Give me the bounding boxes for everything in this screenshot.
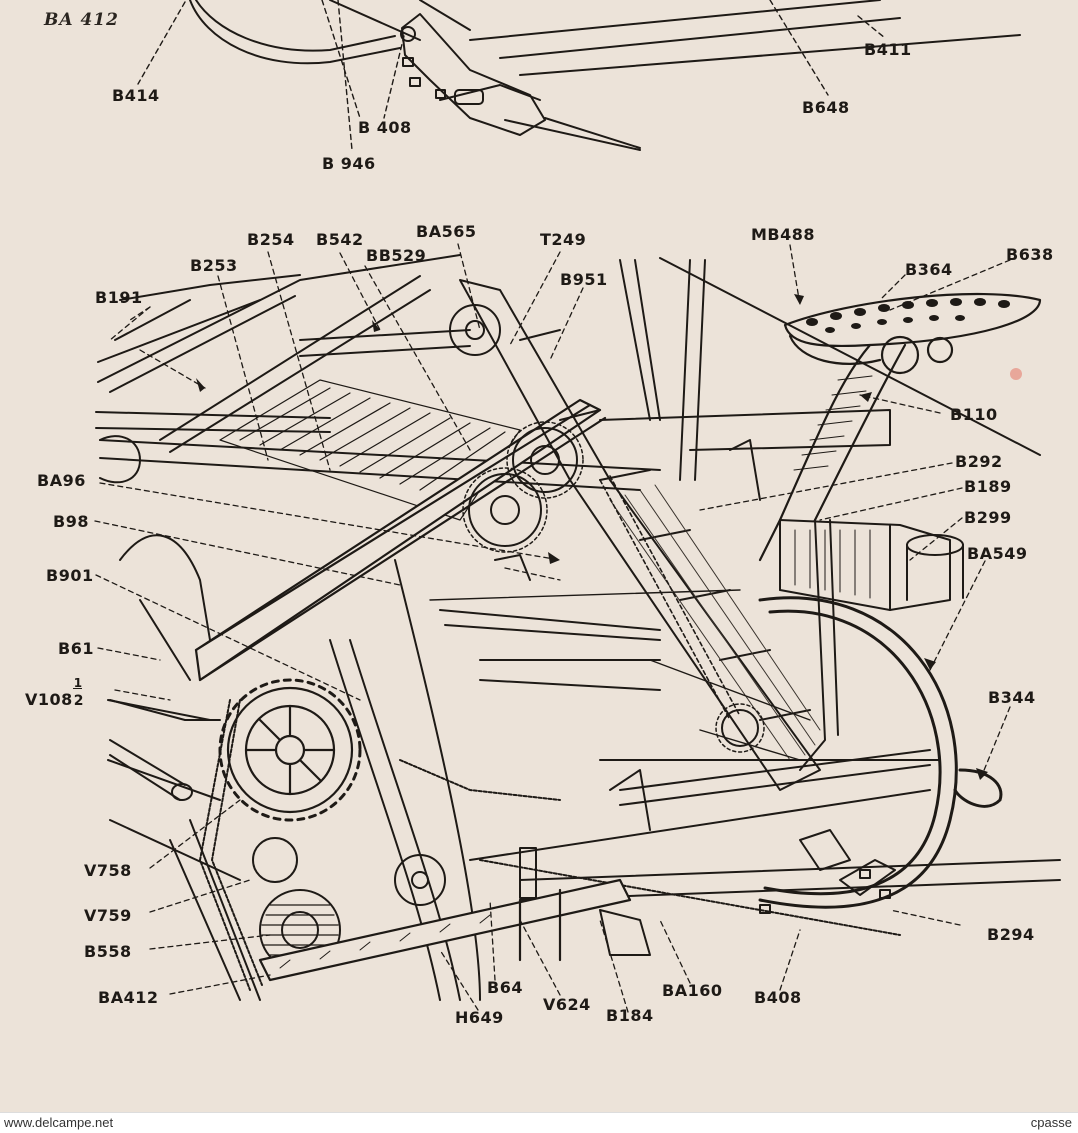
part-label-ba412: BA412 <box>98 988 159 1007</box>
part-label-b184: B184 <box>606 1006 654 1025</box>
part-label-b638: B638 <box>1006 245 1054 264</box>
watermark-site: www.delcampe.net <box>4 1115 114 1130</box>
part-label-b408: B408 <box>754 988 802 1007</box>
part-label-b110: B110 <box>950 405 998 424</box>
part-label-b558: B558 <box>84 942 132 961</box>
part-label-t249: T249 <box>540 230 587 249</box>
part-label-b98: B98 <box>53 512 89 531</box>
v108-frac-bar <box>72 688 82 689</box>
part-label-b408-top: B 408 <box>358 118 412 137</box>
part-label-ba96: BA96 <box>37 471 86 490</box>
part-label-mb488: MB488 <box>751 225 816 244</box>
part-label-b951: B951 <box>560 270 608 289</box>
part-label-b292: B292 <box>955 452 1003 471</box>
part-label-ba160: BA160 <box>662 981 723 1000</box>
part-label-ba565: BA565 <box>416 222 477 241</box>
part-label-v624: V624 <box>543 995 591 1014</box>
v108-frac-bottom: 2 <box>73 693 85 709</box>
part-label-b946: B 946 <box>322 154 376 173</box>
part-label-b414: B414 <box>112 86 160 105</box>
part-label-b191: B191 <box>95 288 143 307</box>
part-label-bb529: BB529 <box>366 246 427 265</box>
part-label-h649: H649 <box>455 1008 504 1027</box>
watermark-seller: cpasse <box>1030 1115 1072 1130</box>
part-label-b901: B901 <box>46 566 94 585</box>
part-label-b648: B648 <box>802 98 850 117</box>
part-label-v758: V758 <box>84 861 132 880</box>
corner-label: BA 412 <box>44 10 119 30</box>
part-label-b542: B542 <box>316 230 364 249</box>
v108-text: V108 <box>25 690 73 709</box>
part-label-ba549: BA549 <box>967 544 1028 563</box>
part-label-b189: B189 <box>964 477 1012 496</box>
part-label-b61: B61 <box>58 639 94 658</box>
watermark-bar: www.delcampe.net cpasse <box>0 1112 1078 1133</box>
part-label-b253: B253 <box>190 256 238 275</box>
part-label-b64: B64 <box>487 978 523 997</box>
top-fragment <box>189 0 1021 151</box>
part-label-b254: B254 <box>247 230 295 249</box>
part-label-b344: B344 <box>988 688 1036 707</box>
v108-frac-top: 1 <box>73 676 83 690</box>
part-label-b411: B411 <box>864 40 912 59</box>
part-label-v759: V759 <box>84 906 132 925</box>
part-label-b294: B294 <box>987 925 1035 944</box>
part-label-b299: B299 <box>964 508 1012 527</box>
part-label-b364: B364 <box>905 260 953 279</box>
ink-stain <box>1010 368 1022 380</box>
